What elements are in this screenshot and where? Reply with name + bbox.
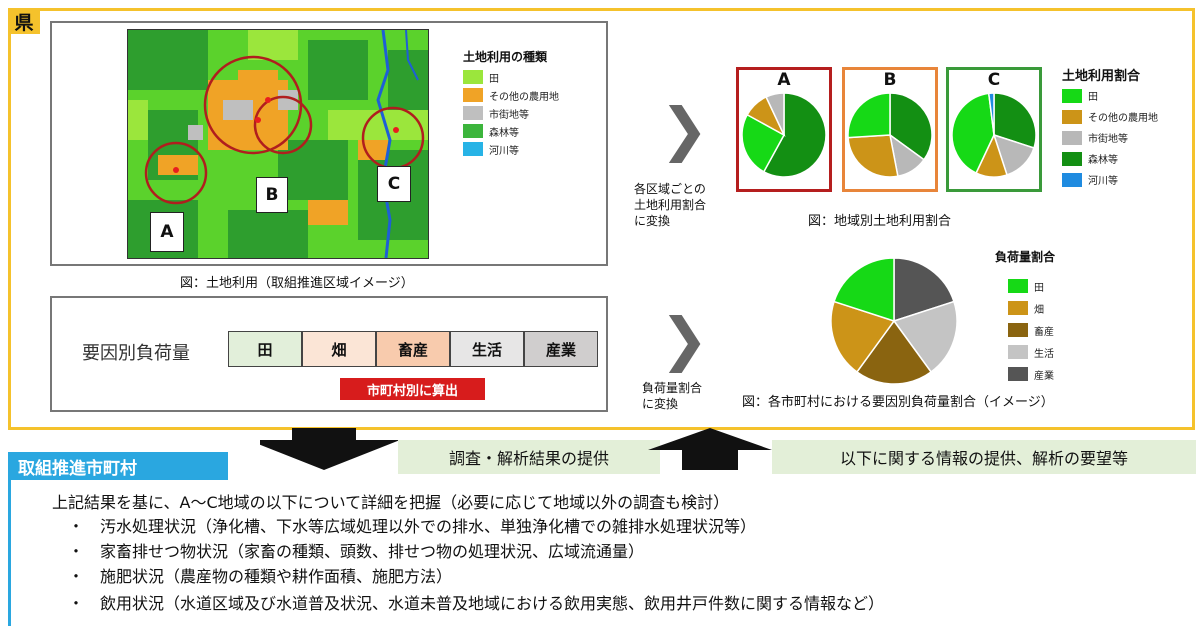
map-legend-title: 土地利用の種類 bbox=[463, 50, 548, 64]
map-legend-item: 森林等 bbox=[463, 122, 559, 140]
load-cell-household: 生活 bbox=[450, 331, 524, 367]
load-cell-paddy: 田 bbox=[228, 331, 302, 367]
load-legend-item: 畜産 bbox=[1008, 319, 1054, 341]
pie-slice bbox=[741, 113, 786, 173]
chevron-right-icon: ❯ bbox=[660, 305, 709, 373]
pie-slice bbox=[951, 92, 995, 175]
pie-b-title: B bbox=[883, 70, 897, 90]
ratio-legend-item: 田 bbox=[1062, 85, 1158, 106]
pie-c bbox=[951, 92, 1037, 178]
land-use-map-graphic bbox=[128, 30, 428, 258]
chevron-right-icon: ❯ bbox=[660, 95, 709, 163]
pie-b bbox=[847, 92, 933, 178]
map-legend-item: 田 bbox=[463, 68, 559, 86]
list-item: ・ 家畜排せつ物状況（家畜の種類、頭数、排せつ物の処理状況、広域流通量） bbox=[68, 542, 645, 561]
list-item: ・ 飲用状況（水道区域及び水道普及状況、水道未普及地域における飲用実態、飲用井戸… bbox=[68, 594, 885, 613]
municipality-intro: 上記結果を基に、A～C地域の以下について詳細を把握（必要に応じて地域以外の調査も… bbox=[52, 493, 730, 512]
pie-slice bbox=[847, 92, 891, 139]
ratio-legend-item: 河川等 bbox=[1062, 169, 1158, 190]
area-c-label: C bbox=[377, 166, 411, 202]
load-legend-item: 産業 bbox=[1008, 363, 1054, 385]
pie-slice bbox=[893, 257, 955, 323]
map-legend: 田 その他の農用地 市街地等 森林等 河川等 bbox=[463, 68, 559, 158]
map-caption: 図：土地利用（取組推進区域イメージ） bbox=[180, 276, 414, 291]
ratio-legend-item: 森林等 bbox=[1062, 148, 1158, 169]
map-legend-item: 市街地等 bbox=[463, 104, 559, 122]
pie-c-title: C bbox=[987, 70, 1001, 90]
pie-slice bbox=[987, 92, 995, 136]
area-a-label: A bbox=[150, 212, 184, 252]
load-legend-title: 負荷量割合 bbox=[995, 250, 1056, 264]
load-factor-label: 要因別負荷量 bbox=[82, 343, 190, 364]
prefecture-tag: 県 bbox=[8, 8, 40, 34]
pie-a bbox=[741, 92, 827, 178]
pie-slice bbox=[762, 92, 827, 178]
prefecture-frame bbox=[8, 8, 1195, 430]
municipality-tag: 取組推進市町村 bbox=[8, 452, 228, 480]
arrow-up-icon bbox=[648, 428, 772, 470]
pie-box-b: B bbox=[842, 67, 938, 192]
land-use-map bbox=[127, 29, 429, 259]
pie-slice bbox=[765, 92, 785, 136]
municipality-border bbox=[8, 480, 11, 626]
list-item: ・ 施肥状況（農産物の種類や耕作面積、施肥方法） bbox=[68, 567, 453, 586]
load-legend: 田 畑 畜産 生活 産業 bbox=[1008, 275, 1054, 385]
load-legend-item: 畑 bbox=[1008, 297, 1054, 319]
area-b-label: B bbox=[256, 177, 288, 213]
pie-a-title: A bbox=[777, 70, 791, 90]
ratio-legend: 田 その他の農用地 市街地等 森林等 河川等 bbox=[1062, 85, 1158, 190]
per-municipality-badge: 市町村別に算出 bbox=[340, 378, 485, 400]
ratio-legend-item: その他の農用地 bbox=[1062, 106, 1158, 127]
map-legend-item: 河川等 bbox=[463, 140, 559, 158]
map-legend-item: その他の農用地 bbox=[463, 86, 559, 104]
results-provision-label: 調査・解析結果の提供 bbox=[398, 440, 660, 474]
load-legend-item: 生活 bbox=[1008, 341, 1054, 363]
convert-ratio-text: 各区域ごとの 土地利用割合 に変換 bbox=[634, 182, 707, 228]
load-caption: 図：各市町村における要因別負荷量割合（イメージ） bbox=[742, 395, 1054, 410]
ratio-legend-item: 市街地等 bbox=[1062, 127, 1158, 148]
pie-slice bbox=[833, 257, 895, 323]
load-pie bbox=[830, 257, 958, 385]
load-factor-cells: 田 畑 畜産 生活 産業 bbox=[228, 331, 598, 367]
ratio-caption: 図：地域別土地利用割合 bbox=[808, 214, 952, 229]
convert-load-text: 負荷量割合 に変換 bbox=[642, 381, 703, 411]
pie-slice bbox=[993, 92, 1037, 149]
request-label: 以下に関する情報の提供、解析の要望等 bbox=[772, 440, 1196, 474]
pie-box-a: A bbox=[736, 67, 832, 192]
arrow-down-icon bbox=[260, 428, 400, 470]
pie-slice bbox=[855, 319, 933, 385]
pie-slice bbox=[889, 92, 933, 161]
load-cell-field: 畑 bbox=[302, 331, 376, 367]
load-cell-industry: 産業 bbox=[524, 331, 598, 367]
ratio-legend-title: 土地利用割合 bbox=[1062, 69, 1141, 84]
load-cell-livestock: 畜産 bbox=[376, 331, 450, 367]
pie-slice bbox=[892, 300, 958, 374]
load-legend-item: 田 bbox=[1008, 275, 1054, 297]
pie-slice bbox=[847, 134, 899, 178]
pie-slice bbox=[830, 300, 896, 374]
pie-box-c: C bbox=[946, 67, 1042, 192]
list-item: ・ 汚水処理状況（浄化槽、下水等広域処理以外での排水、単独浄化槽での雑排水処理状… bbox=[68, 517, 757, 536]
